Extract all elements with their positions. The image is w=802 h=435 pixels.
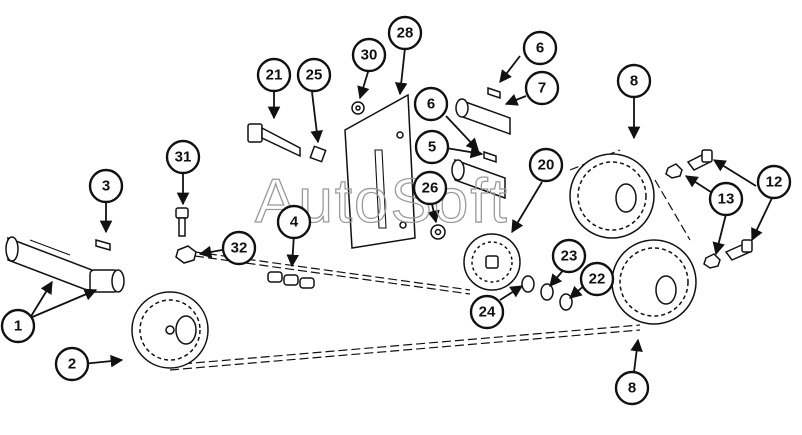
key-part-6-upper <box>487 86 501 100</box>
callout-28: 28 <box>387 15 423 51</box>
callout-6-upper: 6 <box>522 30 558 66</box>
svg-text:2: 2 <box>68 356 76 373</box>
svg-text:23: 23 <box>561 248 578 265</box>
sprocket-part-8-lower <box>611 239 697 325</box>
svg-text:5: 5 <box>428 139 436 156</box>
svg-text:12: 12 <box>766 174 783 191</box>
callout-23: 23 <box>551 238 587 274</box>
key-part-3 <box>95 239 111 251</box>
svg-text:13: 13 <box>718 191 735 208</box>
svg-text:8: 8 <box>630 73 638 90</box>
callout-5: 5 <box>414 129 450 165</box>
callout-8-lower: 8 <box>614 370 650 406</box>
callout-7: 7 <box>524 70 560 106</box>
svg-text:22: 22 <box>589 271 606 288</box>
washer-part-22 <box>559 293 573 311</box>
svg-text:4: 4 <box>290 214 299 231</box>
sprocket-part-2 <box>131 291 209 369</box>
callout-24: 24 <box>469 294 505 330</box>
svg-text:8: 8 <box>628 380 636 397</box>
washer-part-24 <box>521 275 535 293</box>
callout-26: 26 <box>412 170 448 206</box>
washer-part-23 <box>540 283 554 301</box>
bolt-part-12-upper <box>686 149 713 171</box>
nut-part-13-upper <box>665 163 683 179</box>
callout-21: 21 <box>256 57 292 93</box>
svg-text:31: 31 <box>175 149 192 166</box>
chain-link-part-4 <box>267 271 315 289</box>
callout-32: 32 <box>221 230 257 266</box>
callout-6-lower: 6 <box>413 86 449 122</box>
washer-part-30 <box>351 101 365 115</box>
washer-part-26 <box>430 224 446 240</box>
svg-text:6: 6 <box>427 96 435 113</box>
nut-part-13-lower <box>703 253 721 269</box>
sprocket-part-8-upper <box>569 153 655 239</box>
svg-text:28: 28 <box>397 25 414 42</box>
svg-text:20: 20 <box>538 157 555 174</box>
callout-8-upper: 8 <box>616 63 652 99</box>
callout-31: 31 <box>165 139 201 175</box>
nut-part-32 <box>175 245 197 264</box>
svg-text:3: 3 <box>102 178 110 195</box>
callout-2: 2 <box>54 346 90 382</box>
svg-text:1: 1 <box>14 318 22 335</box>
leader-lines <box>29 47 773 373</box>
bolt-part-31 <box>175 207 189 237</box>
svg-text:32: 32 <box>231 240 248 257</box>
shaft-part-7 <box>455 98 511 136</box>
svg-text:24: 24 <box>479 304 496 321</box>
callout-20: 20 <box>528 147 564 183</box>
svg-text:30: 30 <box>361 47 378 64</box>
callout-12: 12 <box>756 164 792 200</box>
nut-part-25 <box>309 145 327 163</box>
callout-22: 22 <box>579 261 615 297</box>
shaft-part-1 <box>5 236 125 294</box>
callout-25: 25 <box>296 57 332 93</box>
sprocket-part-20 <box>463 233 521 291</box>
callout-3: 3 <box>88 168 124 204</box>
callout-30: 30 <box>351 37 387 73</box>
key-part-6-lower <box>483 150 497 164</box>
callout-4: 4 <box>276 204 312 240</box>
shaft-part-5 <box>451 158 506 200</box>
callout-1: 1 <box>0 308 36 344</box>
svg-text:21: 21 <box>266 67 283 84</box>
svg-text:26: 26 <box>422 180 439 197</box>
callout-13: 13 <box>708 181 744 217</box>
svg-text:25: 25 <box>306 67 323 84</box>
bolt-part-12-lower <box>724 239 753 261</box>
mounting-plate-part-28 <box>344 93 416 249</box>
svg-text:7: 7 <box>538 80 546 97</box>
bolt-part-21 <box>247 123 301 158</box>
svg-text:6: 6 <box>536 40 544 57</box>
